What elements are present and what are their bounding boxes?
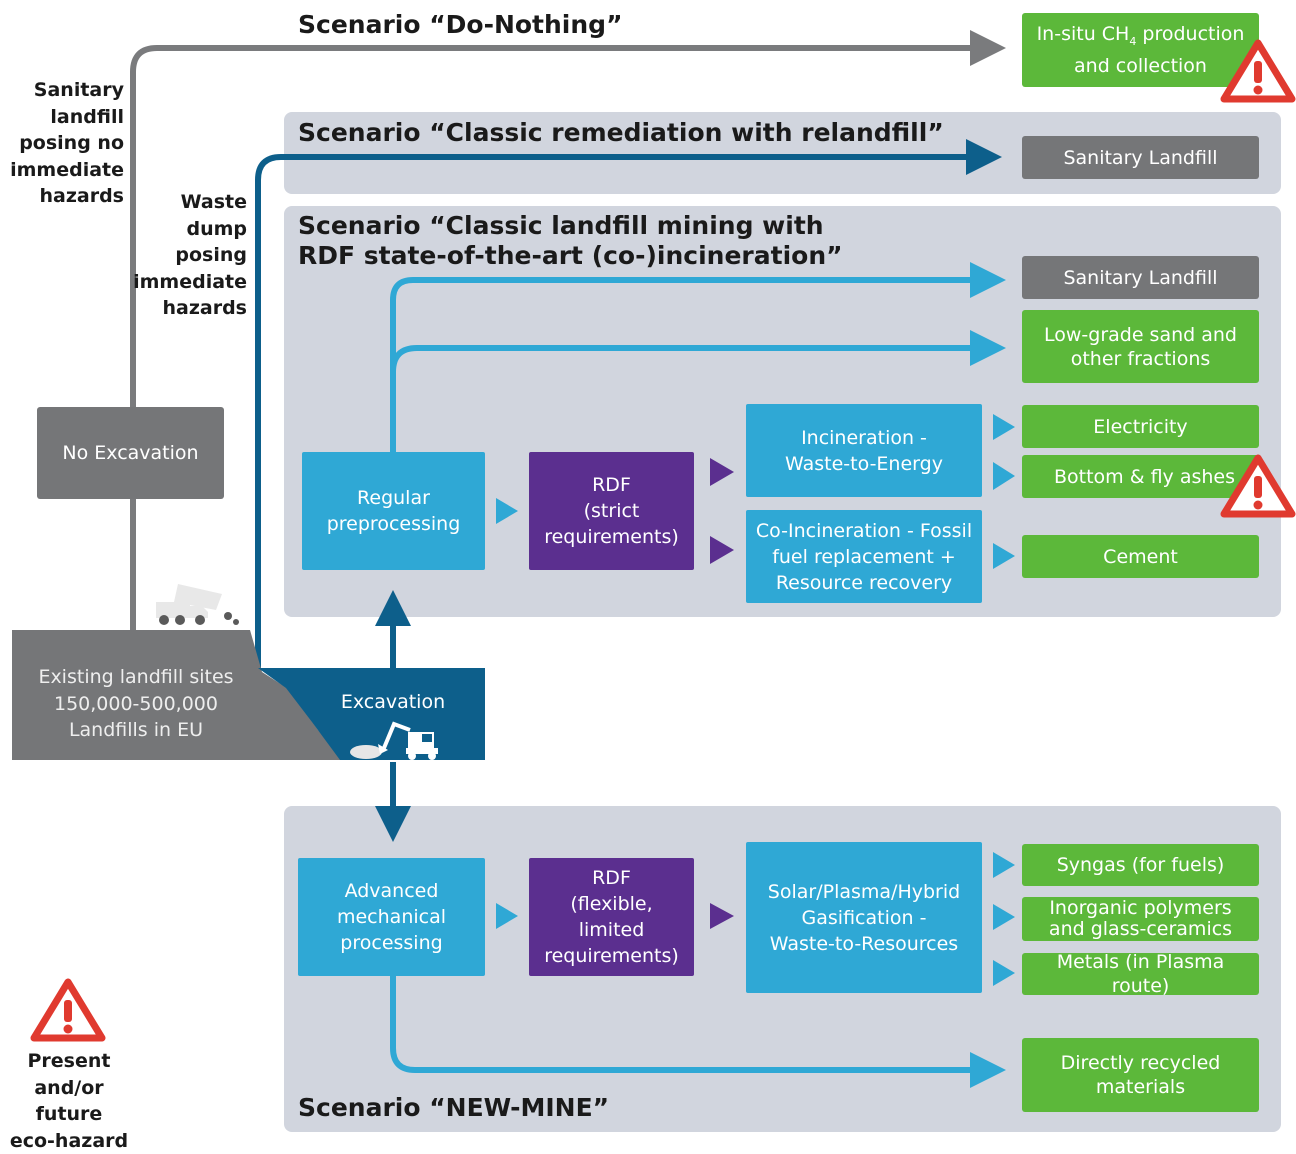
warning-triangle-icon [1220,39,1296,103]
warning-triangle-icon [30,978,106,1042]
arrow-head-icon [496,414,1015,986]
existing-landfill-sites-text: Existing landfill sites 150,000-500,000 … [38,666,234,742]
gasification-box: Solar/Plasma/Hybrid Gasification - Waste… [746,842,982,993]
sanitary-landfill-output-1: Sanitary Landfill [1022,136,1259,179]
no-excavation-box: No Excavation [37,407,224,499]
bottom-fly-ashes-output: Bottom & fly ashes [1022,455,1259,498]
dump-truck-icon [156,584,239,625]
do-nothing-connector [130,30,1006,630]
preprocessing-to-sand-connector [390,330,1006,373]
advanced-to-recycled-connector [390,976,1006,1088]
co-incineration-box: Co-Incineration - Fossil fuel replacemen… [746,510,982,603]
excavator-icon [350,721,438,760]
cement-output: Cement [1022,535,1259,578]
excavation-text: Excavation [340,691,446,713]
sanitary-landfill-label: Sanitary landfill posing no immediate ha… [10,79,124,207]
relandfill-connector [255,139,1002,690]
eco-hazard-legend-label: Present and/or future eco-hazard [9,1050,129,1152]
syngas-output: Syngas (for fuels) [1022,844,1259,886]
low-grade-sand-output: Low-grade sand and other fractions [1022,310,1259,383]
electricity-output: Electricity [1022,405,1259,448]
waste-dump-label: Waste dump posing immediate hazards [133,191,247,319]
metals-output: Metals (in Plasma route) [1022,951,1259,997]
insitu-ch4-output: In-situ CH4 production and collection [1022,13,1259,87]
rdf-strict-box: RDF (strict requirements) [529,452,694,570]
regular-preprocessing-box: Regular preprocessing [302,452,485,570]
rdf-flexible-box: RDF (flexible, limited requirements) [529,858,694,976]
warning-triangle-icon [1220,454,1296,518]
scenario-do-nothing-title: Scenario “Do-Nothing” [298,10,623,39]
directly-recycled-output: Directly recycled materials [1022,1038,1259,1112]
scenario-new-mine-title: Scenario “NEW-MINE” [298,1093,610,1122]
scenario-classic-remediation-title: Scenario “Classic remediation with relan… [298,118,944,147]
preprocessing-to-landfill-connector [390,262,1006,452]
inorganic-polymers-output: Inorganic polymers and glass-ceramics [1022,897,1259,941]
scenario-classic-mining-title: Scenario “Classic landfill mining with R… [298,211,843,270]
incineration-box: Incineration - Waste-to-Energy [746,404,982,497]
advanced-mechanical-processing-box: Advanced mechanical processing [298,858,485,976]
sanitary-landfill-output-2: Sanitary Landfill [1022,256,1259,299]
